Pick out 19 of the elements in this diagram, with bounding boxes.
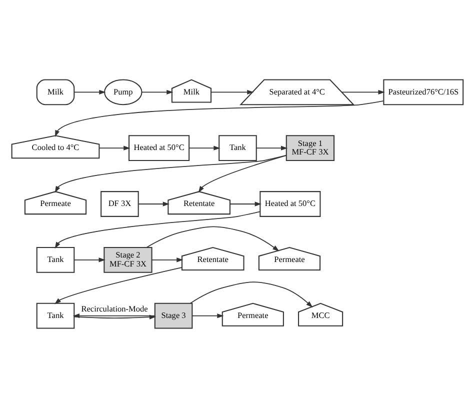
arrow (54, 154, 286, 193)
arrow (229, 202, 261, 206)
arrow (73, 90, 106, 94)
arrow (54, 211, 260, 249)
arrow (198, 155, 286, 193)
arrow (138, 202, 169, 206)
arrow (146, 226, 279, 252)
arrow (188, 146, 220, 150)
arrow (210, 90, 254, 94)
arrow (54, 100, 384, 137)
arrow (54, 266, 182, 304)
arrow (340, 90, 384, 94)
arrow (255, 146, 288, 150)
arrow (140, 90, 173, 94)
arrow (150, 258, 183, 262)
arrow (192, 314, 224, 318)
arrow (73, 258, 105, 262)
arrow (189, 282, 312, 308)
arrow (98, 146, 130, 150)
